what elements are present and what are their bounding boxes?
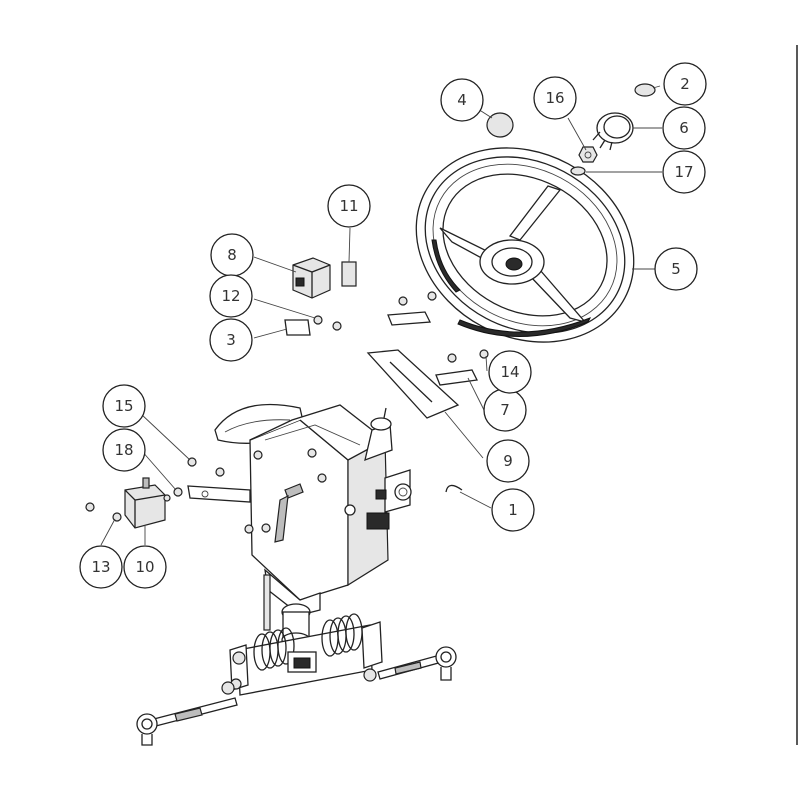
leader-lines bbox=[100, 85, 662, 546]
callout-12: 12 bbox=[209, 274, 253, 318]
callout-17: 17 bbox=[662, 150, 706, 194]
plate-parts bbox=[387, 291, 437, 326]
clip-part-1 bbox=[445, 484, 463, 493]
plate-part-7 bbox=[435, 349, 489, 386]
svg-text:17: 17 bbox=[674, 163, 693, 181]
callout-4: 4 bbox=[440, 78, 484, 122]
svg-text:13: 13 bbox=[91, 558, 110, 576]
callout-5: 5 bbox=[654, 247, 698, 291]
svg-text:7: 7 bbox=[500, 401, 510, 419]
steering-cylinder bbox=[136, 613, 457, 746]
svg-text:15: 15 bbox=[114, 397, 133, 415]
nut-part-15 bbox=[187, 457, 225, 477]
svg-text:16: 16 bbox=[545, 89, 564, 107]
callout-15: 15 bbox=[102, 384, 146, 428]
svg-text:5: 5 bbox=[671, 260, 681, 278]
bracket-part-3 bbox=[284, 319, 311, 336]
callout-2: 2 bbox=[663, 62, 707, 106]
steering-wheel bbox=[415, 147, 635, 343]
emblem-part-2 bbox=[634, 83, 656, 97]
cover-plate-part-9 bbox=[366, 349, 460, 419]
svg-text:18: 18 bbox=[114, 441, 133, 459]
svg-text:1: 1 bbox=[508, 501, 518, 519]
label-part-11 bbox=[341, 261, 357, 287]
callout-16: 16 bbox=[533, 76, 577, 120]
horn-cap-part-6 bbox=[592, 112, 634, 151]
steering-console bbox=[187, 403, 412, 648]
callout-7: 7 bbox=[483, 388, 527, 432]
svg-text:3: 3 bbox=[226, 331, 236, 349]
svg-text:8: 8 bbox=[227, 246, 237, 264]
svg-text:12: 12 bbox=[221, 287, 240, 305]
callout-18: 18 bbox=[102, 428, 146, 472]
svg-text:2: 2 bbox=[680, 75, 690, 93]
callout-11: 11 bbox=[327, 184, 371, 228]
callout-13: 13 bbox=[79, 545, 123, 589]
callout-10: 10 bbox=[123, 545, 167, 589]
screw-part-13 bbox=[85, 502, 122, 522]
washer-part-17 bbox=[570, 166, 586, 176]
switch-part-8 bbox=[292, 257, 331, 299]
svg-text:6: 6 bbox=[679, 119, 689, 137]
nut-part-16 bbox=[578, 146, 598, 163]
callout-6: 6 bbox=[662, 106, 706, 150]
callout-3: 3 bbox=[209, 318, 253, 362]
svg-text:4: 4 bbox=[457, 91, 467, 109]
svg-text:14: 14 bbox=[500, 363, 519, 381]
svg-text:11: 11 bbox=[339, 197, 358, 215]
callout-9: 9 bbox=[486, 439, 530, 483]
callout-1: 1 bbox=[491, 488, 535, 532]
svg-text:10: 10 bbox=[135, 558, 154, 576]
svg-text:9: 9 bbox=[503, 452, 513, 470]
callout-14: 14 bbox=[488, 350, 532, 394]
callout-8: 8 bbox=[210, 233, 254, 277]
sensor-part-10 bbox=[124, 477, 183, 529]
cap-part-4 bbox=[486, 112, 514, 138]
screw-part-12 bbox=[313, 315, 342, 331]
